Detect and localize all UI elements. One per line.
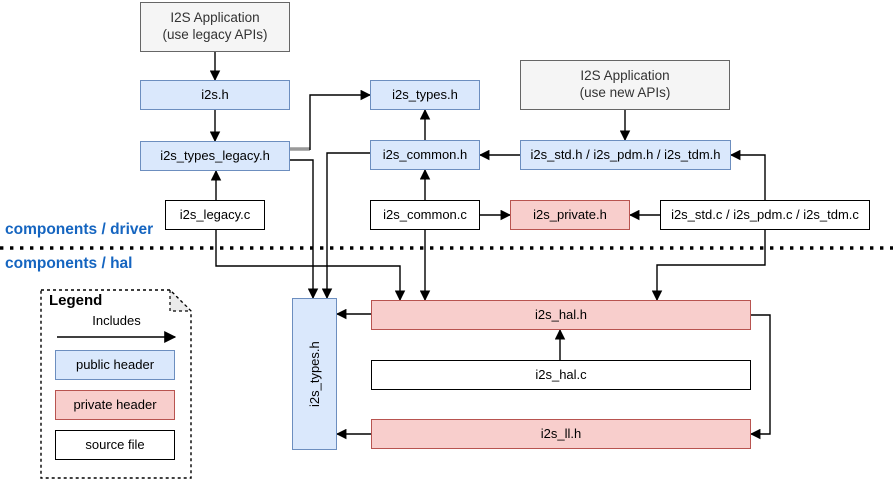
node-app-new-line1: I2S Application — [580, 68, 670, 84]
node-app-legacy-line2: (use legacy APIs) — [162, 27, 268, 42]
node-i2s-common-h: i2s_common.h — [370, 140, 480, 170]
node-app-legacy-line1: I2S Application — [170, 10, 260, 26]
node-i2s-common-c: i2s_common.c — [370, 200, 480, 230]
legend-source-file-swatch: source file — [55, 430, 175, 460]
node-i2s-hal-c: i2s_hal.c — [371, 360, 751, 390]
node-i2s-types-legacy-h: i2s_types_legacy.h — [140, 141, 290, 171]
node-i2s-ll-h: i2s_ll.h — [371, 419, 751, 449]
node-i2s-std-pdm-tdm-c: i2s_std.c / i2s_pdm.c / i2s_tdm.c — [660, 200, 870, 230]
arrow-i2s-legacy-c-to-i2s-hal-h — [215, 230, 406, 302]
node-app-legacy: I2S Application (use legacy APIs) — [140, 2, 290, 52]
arrow-i2s-hal-h-to-i2s-ll-h — [749, 314, 771, 440]
node-i2s-std-pdm-tdm-h: i2s_std.h / i2s_pdm.h / i2s_tdm.h — [520, 140, 731, 170]
section-label-hal: components / hal — [5, 255, 133, 272]
node-i2s-private-h: i2s_private.h — [510, 200, 630, 230]
arrow-i2s-types-legacy-h-to-i2s-types-h-driver — [309, 89, 372, 150]
legend-includes-label: Includes — [92, 313, 141, 328]
legend-public-header-swatch: public header — [55, 350, 175, 380]
legend-folded-corner — [169, 288, 193, 312]
node-i2s-hal-h: i2s_hal.h — [371, 300, 751, 330]
node-i2s-legacy-c: i2s_legacy.c — [165, 200, 265, 230]
legend-private-header-swatch: private header — [55, 390, 175, 420]
node-i2s-types-h-hal-label: i2s_types.h — [306, 341, 322, 407]
node-i2s-h: i2s.h — [140, 80, 290, 110]
node-app-new: I2S Application (use new APIs) — [520, 60, 730, 110]
node-i2s-types-h-hal: i2s_types.h — [292, 298, 337, 450]
node-app-new-line2: (use new APIs) — [579, 85, 671, 100]
legend-title: Legend — [49, 292, 103, 309]
arrow-i2s-common-h-to-i2s-types-h-hal — [321, 152, 370, 300]
arrow-i2s-types-legacy-h-to-i2s-types-h-hal — [290, 159, 319, 300]
node-i2s-types-h-driver: i2s_types.h — [370, 80, 480, 110]
arrow-i2s-std-c-to-i2s-hal-h — [651, 230, 766, 302]
section-label-driver: components / driver — [5, 221, 154, 238]
arrow-i2s-std-c-to-i2s-std-h — [729, 149, 766, 200]
